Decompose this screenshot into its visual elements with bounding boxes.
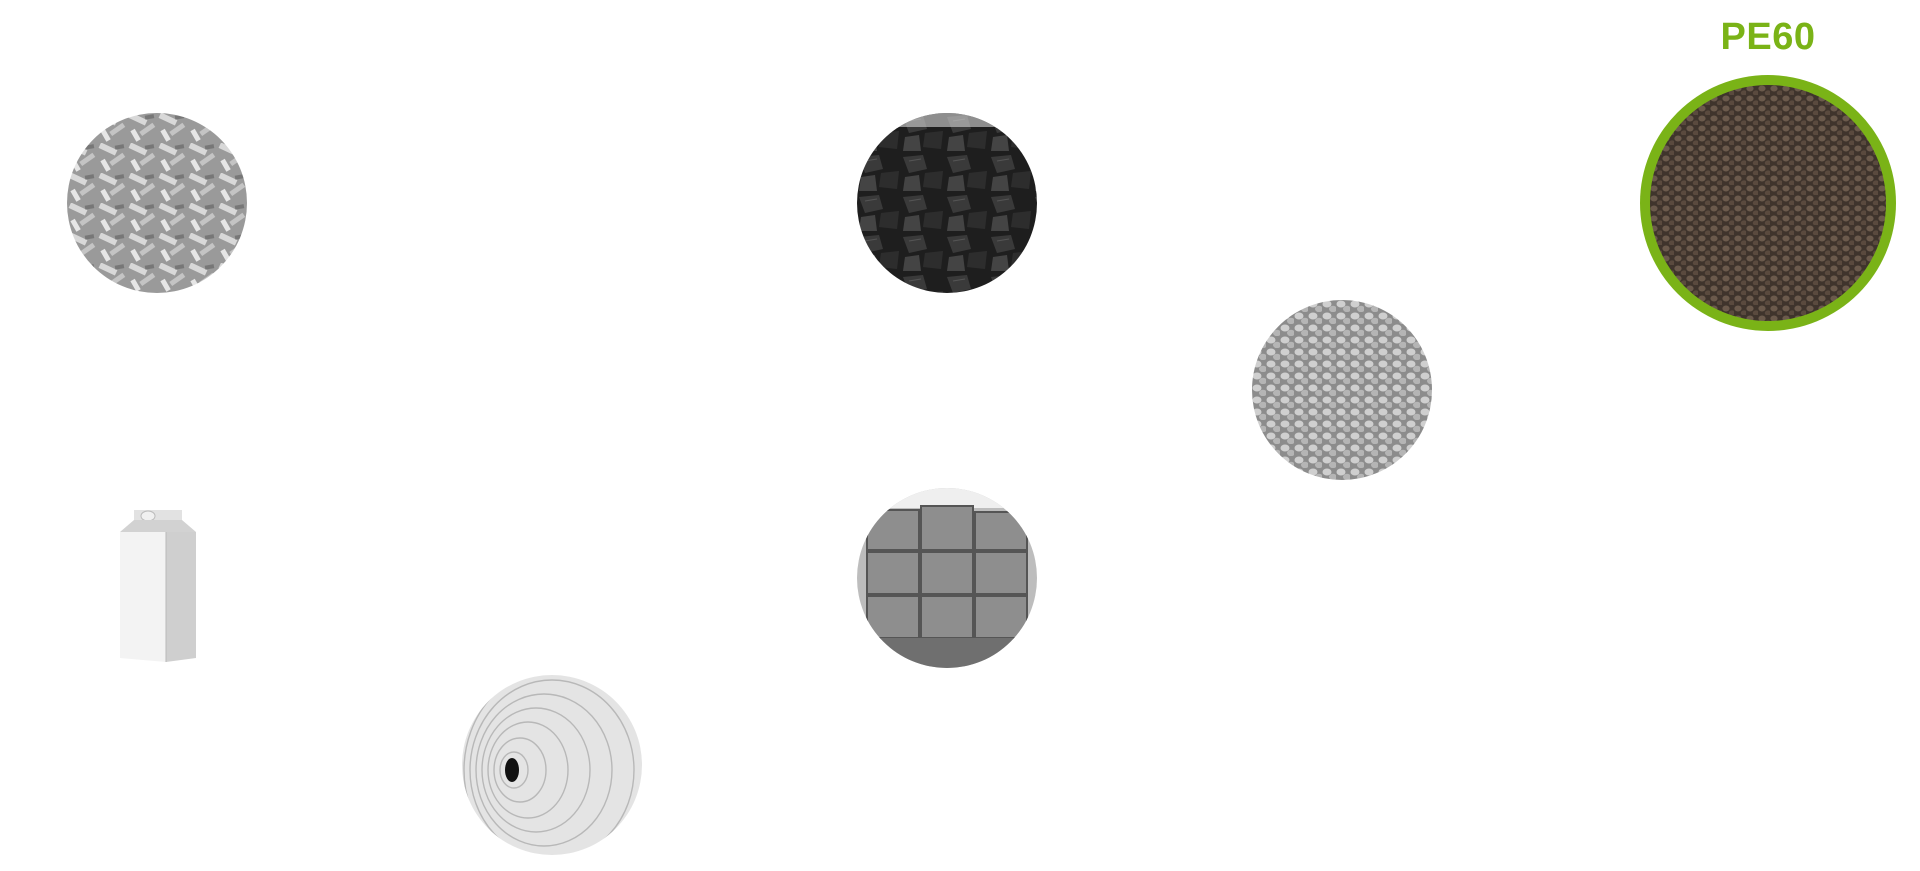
brown-pellets-image — [1650, 85, 1886, 321]
final-product-label: PE60 — [1720, 16, 1816, 58]
brown-pellets-graphic — [1650, 85, 1886, 321]
paper-roll-graphic — [462, 675, 642, 855]
final-product-ring — [1640, 75, 1896, 331]
paper-roll-image — [462, 675, 642, 855]
gray-pellets-graphic — [1252, 300, 1432, 480]
charcoal-image — [857, 113, 1037, 293]
gray-pellets-image — [1252, 300, 1432, 480]
milk-carton-graphic — [120, 510, 196, 662]
wood-chips-graphic — [67, 113, 247, 293]
bales-image — [857, 488, 1037, 668]
wood-chips-image — [67, 113, 247, 293]
charcoal-graphic — [857, 113, 1037, 293]
bales-graphic — [857, 488, 1037, 668]
milk-carton-image — [116, 502, 200, 664]
